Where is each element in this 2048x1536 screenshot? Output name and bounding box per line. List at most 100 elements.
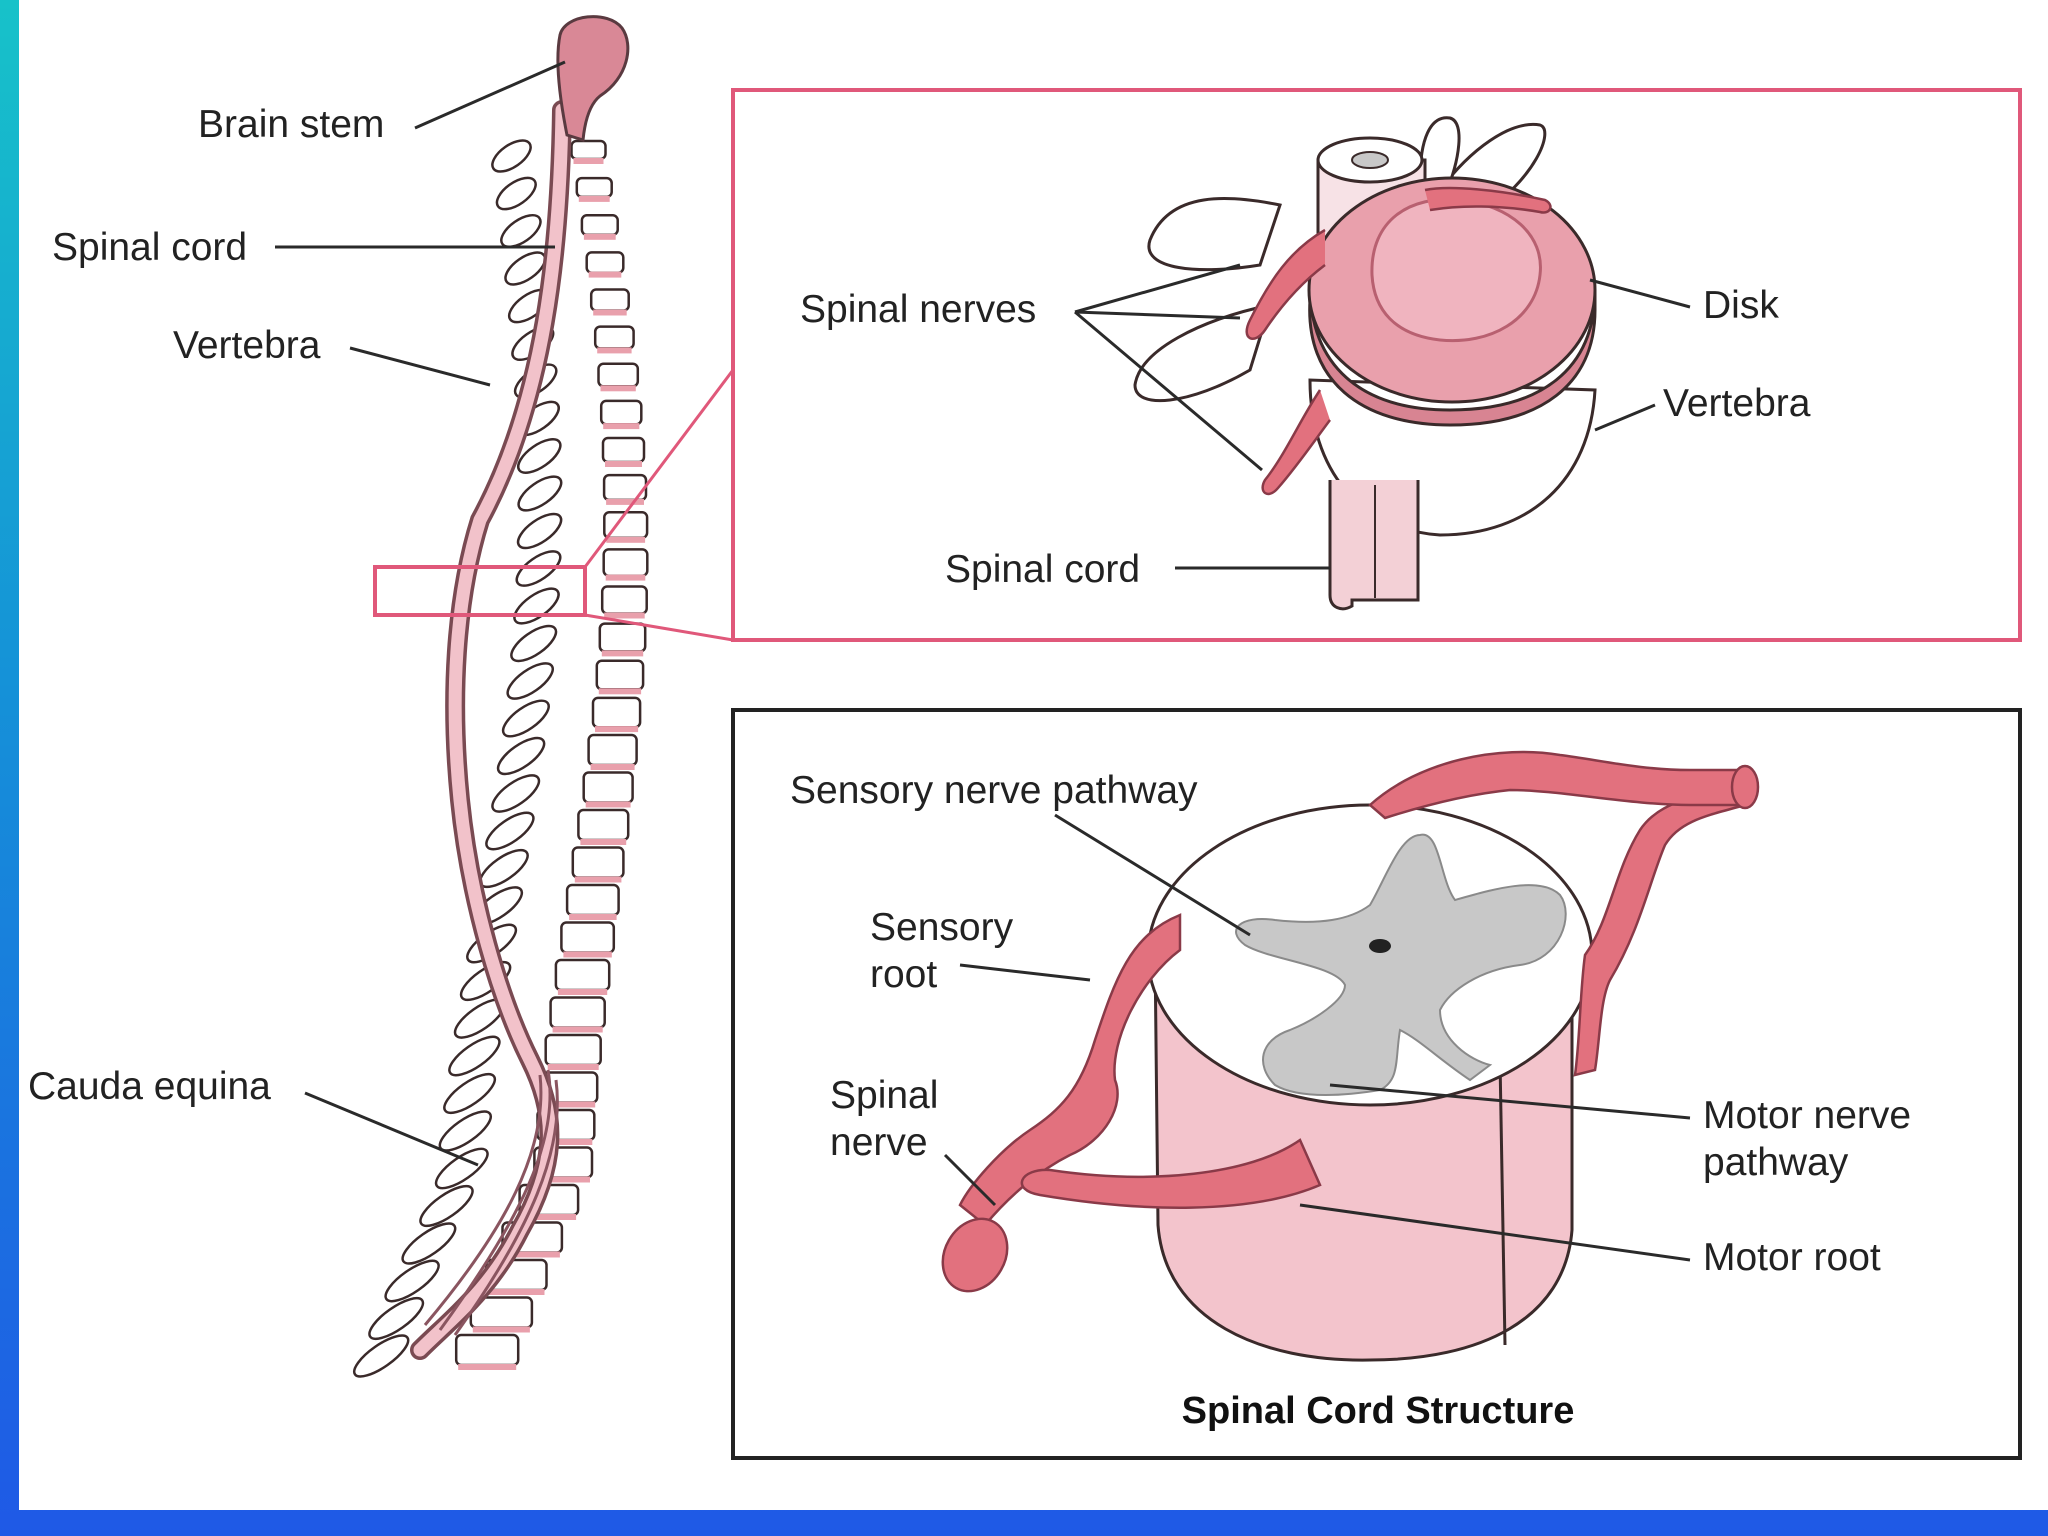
label-sensory-root-line1: Sensory: [870, 906, 1014, 949]
right-nerve: [1573, 788, 1747, 1077]
intervertebral-disc: [573, 158, 604, 164]
intervertebral-disc: [488, 1289, 545, 1295]
intervertebral-disc: [605, 574, 646, 581]
intervertebral-disc: [552, 1026, 603, 1033]
spinous-process: [500, 213, 542, 249]
intervertebral-disc: [600, 385, 636, 392]
vertebra-body: [600, 585, 648, 615]
intervertebral-disc: [606, 536, 646, 543]
spinous-process: [434, 1147, 489, 1190]
intervertebral-disc: [597, 347, 632, 354]
structure-title: Spinal Cord Structure: [1182, 1390, 1575, 1432]
vertebra-body: [570, 139, 607, 161]
spinous-process: [506, 662, 554, 700]
label-spinal-cord: Spinal cord: [52, 226, 247, 269]
central-canal: [1369, 939, 1391, 953]
spinous-process: [495, 176, 537, 211]
label-motor-root: Motor root: [1703, 1236, 1881, 1279]
intervertebral-disc: [604, 612, 645, 619]
label-spinal-nerves: Spinal nerves: [800, 288, 1036, 331]
label-cauda-equina: Cauda equina: [28, 1065, 271, 1108]
vertebra-body: [597, 362, 640, 388]
label-inset-spinal-cord: Spinal cord: [945, 548, 1140, 591]
spinous-process: [516, 512, 563, 550]
intervertebral-disc: [590, 764, 635, 770]
intervertebral-disc: [557, 989, 608, 995]
vertebra-body: [580, 214, 619, 237]
spinal-nerve-end: [941, 1217, 1009, 1293]
intervertebral-disc: [580, 839, 627, 845]
intervertebral-disc: [606, 498, 644, 505]
vertebra-body: [577, 808, 630, 842]
spinous-process: [510, 624, 558, 663]
vertebra-body: [565, 883, 620, 917]
spinous-process: [419, 1184, 474, 1228]
intervertebral-disc: [539, 1139, 593, 1145]
vertebra-body: [454, 1333, 520, 1367]
vertebra-body: [601, 436, 646, 464]
intervertebral-disc: [593, 309, 627, 316]
spinous-process: [443, 1072, 497, 1115]
vertebra-body: [575, 176, 613, 199]
spinous-process: [352, 1334, 410, 1378]
vertebra-body: [591, 696, 642, 729]
vertebral-column: [352, 139, 649, 1378]
label-motor-nerve-pathway-line2: pathway: [1703, 1141, 1849, 1184]
intervertebral-disc: [543, 1101, 596, 1108]
vertebra-body: [582, 771, 634, 804]
intervertebral-disc: [547, 1064, 599, 1070]
spine-illustration: [352, 15, 735, 1378]
vertebra-body: [598, 622, 647, 653]
spinous-process: [368, 1296, 425, 1341]
intervertebral-disc: [598, 688, 642, 695]
label-vertebra: Vertebra: [173, 324, 321, 367]
intervertebral-disc: [585, 801, 631, 808]
spinous-process: [491, 139, 532, 173]
vertebra-body: [595, 659, 645, 691]
spinous-process: [478, 848, 529, 889]
intervertebral-disc: [595, 726, 639, 733]
motor-root-nerve: [1020, 1138, 1322, 1209]
spinous-process: [448, 1035, 501, 1077]
spinous-process: [384, 1259, 440, 1303]
label-sensory-root-line2: root: [870, 953, 937, 996]
intervertebral-disc: [521, 1214, 577, 1220]
intervertebral-disc: [472, 1326, 530, 1333]
intervertebral-disc: [536, 1176, 590, 1183]
section-highlight-box: [373, 565, 587, 617]
cauda-equina-strands: [423, 1069, 559, 1336]
intervertebral-disc: [458, 1364, 517, 1370]
cord-cross-section-illustration: [941, 750, 1760, 1362]
vertebra-inset-illustration: [1133, 116, 1597, 611]
vertebra-body: [560, 921, 616, 954]
spinous-process: [496, 736, 546, 776]
spinous-process: [491, 774, 541, 813]
vertebra-body: [585, 251, 625, 274]
label-sensory-nerve-pathway: Sensory nerve pathway: [790, 769, 1198, 812]
intervertebral-disc: [605, 461, 642, 467]
spinous-process: [501, 699, 550, 738]
intervertebral-disc: [601, 650, 644, 657]
vertebra-body: [571, 846, 625, 879]
label-inset-vertebra: Vertebra: [1663, 382, 1811, 425]
intervertebral-disc: [569, 914, 617, 920]
intervertebral-disc: [574, 876, 622, 883]
intervertebral-disc: [603, 423, 640, 430]
spinous-process: [517, 438, 562, 474]
label-disk: Disk: [1703, 284, 1779, 327]
label-spinal-nerve-line1: Spinal: [830, 1074, 938, 1117]
label-motor-nerve-pathway-line1: Motor nerve: [1703, 1094, 1911, 1137]
vertebra-body: [554, 958, 611, 992]
vertebra-body: [549, 996, 606, 1029]
label-spinal-nerve-line2: nerve: [830, 1121, 928, 1164]
intervertebral-disc: [563, 951, 612, 958]
vertebra-body: [599, 399, 643, 426]
spinous-process: [513, 587, 560, 625]
intervertebral-disc: [583, 233, 616, 240]
brain-stem-shape: [556, 15, 630, 142]
vertebra-body: [593, 325, 635, 350]
spinous-process: [485, 811, 535, 851]
intervertebral-disc: [578, 195, 610, 202]
spinous-process: [517, 475, 563, 512]
